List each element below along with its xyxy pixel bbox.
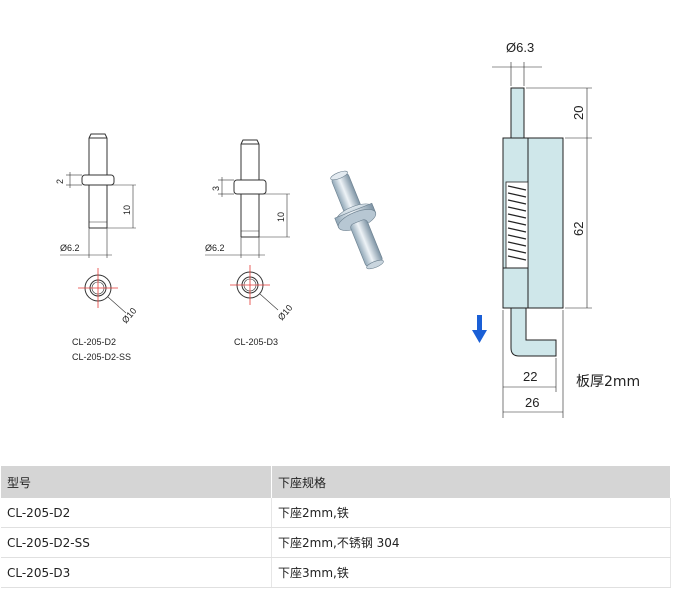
cell-base-spec: 下座2mm,铁 [271, 498, 671, 528]
cell-model: CL-205-D3 [1, 557, 272, 588]
d3-label: CL-205-D3 [234, 337, 278, 347]
table-row: CL-205-D2-SS 下座2mm,不锈钢 304 [1, 527, 671, 558]
pin-3d-render [330, 170, 384, 270]
d3-outer-diameter-dim: Ø10 [276, 303, 295, 322]
cell-base-spec: 下座2mm,不锈钢 304 [271, 527, 671, 558]
pin-d3-drawing [205, 139, 290, 311]
d2-label-2: CL-205-D2-SS [72, 352, 131, 362]
body-length-dim: 62 [571, 222, 586, 236]
d2-diameter-dim: Ø6.2 [60, 243, 80, 253]
d3-length-dim: 10 [276, 212, 286, 222]
assembly-drawing [492, 62, 592, 418]
d2-collar-dim: 2 [55, 179, 65, 184]
table-row: CL-205-D3 下座3mm,铁 [1, 557, 671, 588]
cell-model: CL-205-D2-SS [1, 527, 272, 558]
pin-d2-drawing [60, 133, 136, 314]
d2-length-dim: 10 [122, 205, 132, 215]
base-width-dim: 22 [523, 369, 537, 384]
plate-thickness-note: 板厚2mm [576, 374, 640, 390]
table-row: CL-205-D2 下座2mm,铁 [1, 498, 671, 528]
technical-drawing: 2 10 Ø6.2 Ø10 CL-205-D2 CL-205-D2-SS 3 1… [55, 40, 640, 418]
spec-table: 型号 下座规格 CL-205-D2 下座2mm,铁 CL-205-D2-SS 下… [1, 466, 671, 588]
d3-diameter-dim: Ø6.2 [205, 243, 225, 253]
table-header-row: 型号 下座规格 [1, 466, 671, 498]
down-arrow-icon [472, 315, 487, 343]
column-header-base-spec: 下座规格 [271, 466, 671, 498]
d2-outer-diameter-dim: Ø10 [120, 306, 139, 325]
cell-model: CL-205-D2 [1, 498, 272, 528]
cell-base-spec: 下座3mm,铁 [271, 557, 671, 588]
column-header-model: 型号 [1, 466, 272, 498]
total-width-dim: 26 [525, 395, 539, 410]
d2-label-1: CL-205-D2 [72, 337, 116, 347]
d3-collar-dim: 3 [211, 186, 221, 191]
top-length-dim: 20 [571, 106, 586, 120]
pin-diameter-dim: Ø6.3 [506, 40, 534, 55]
